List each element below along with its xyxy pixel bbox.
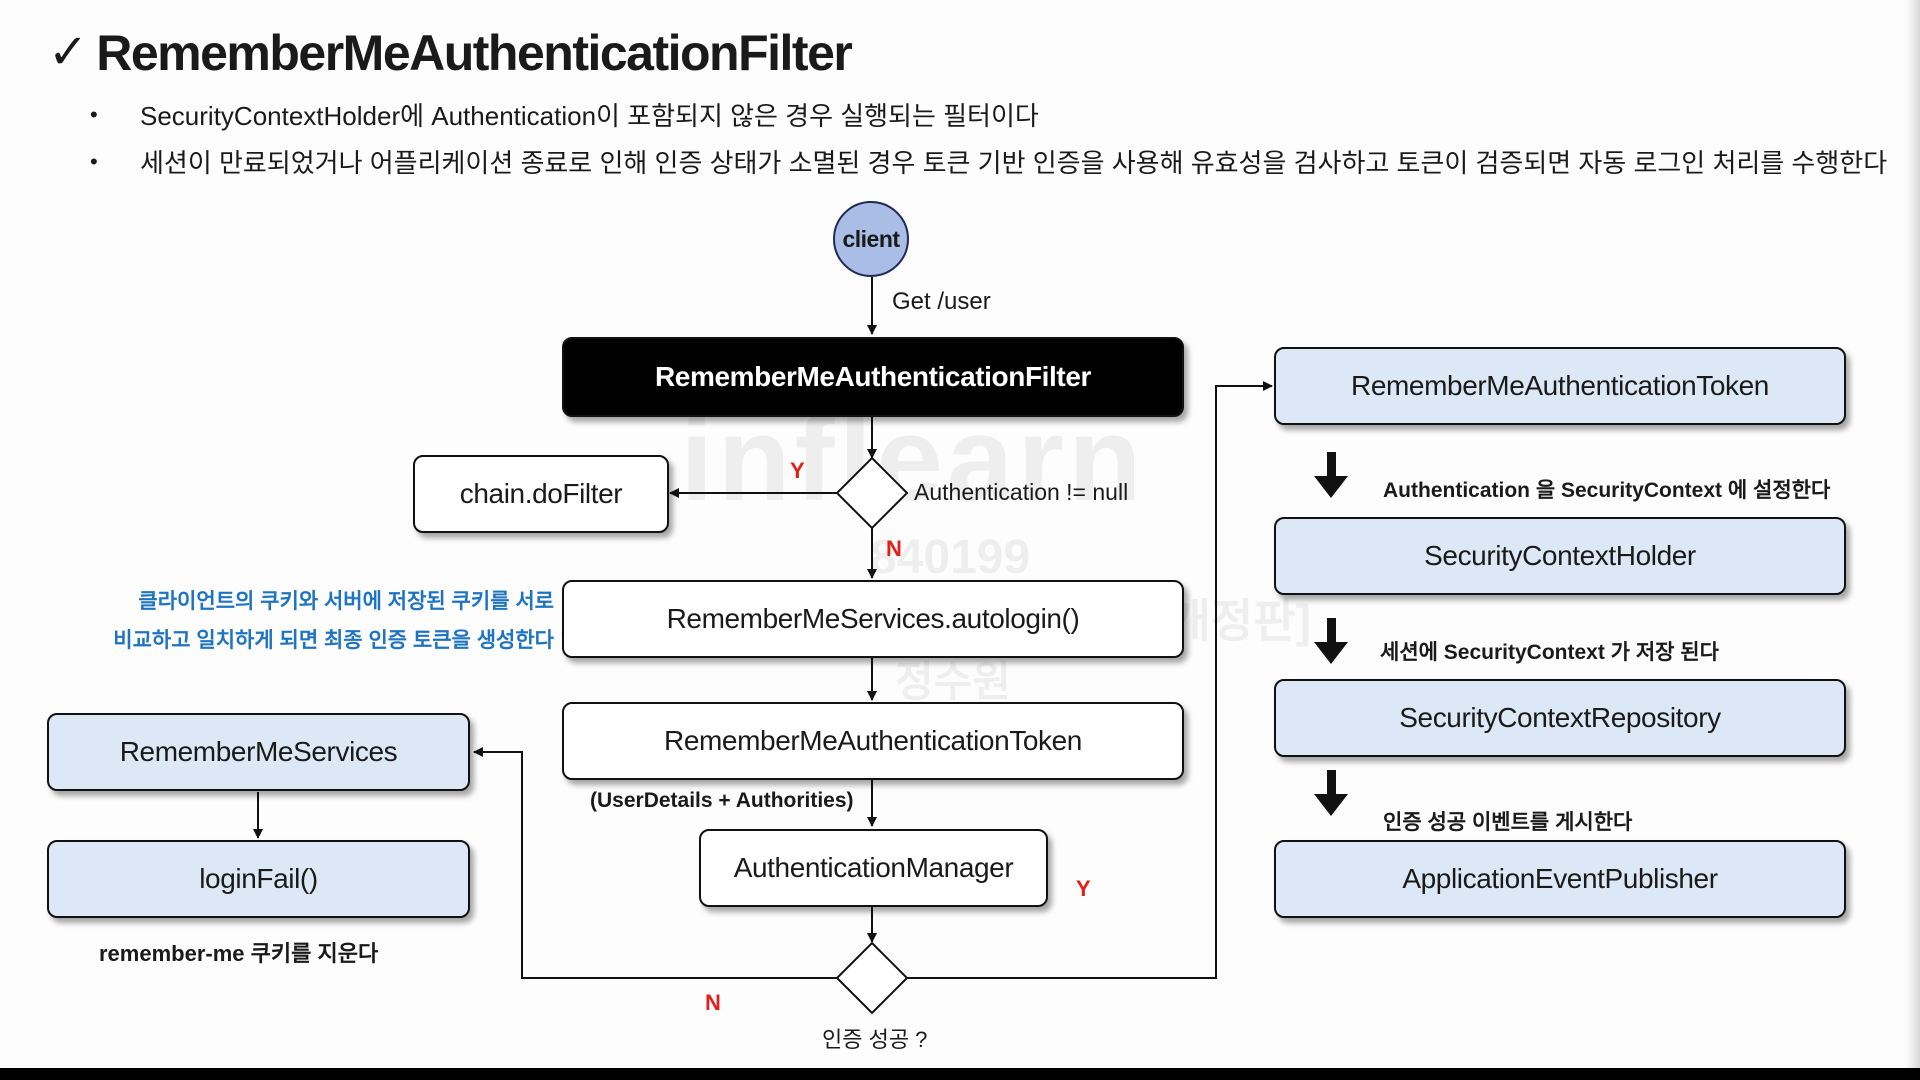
remember-me-token-box: RememberMeAuthenticationToken [562,702,1184,780]
decision2-label: 인증 성공 ? [822,1027,928,1052]
bullet-item: • 세션이 만료되었거나 어플리케이션 종료로 인해 인증 상태가 소멸된 경우… [90,143,1887,180]
request-label: Get /user [892,288,991,315]
arrow-fail-to-services [473,747,838,979]
cookie-note-line1: 클라이언트의 쿠키와 서버에 저장된 쿠키를 서로 [138,590,554,613]
no-label: N [886,536,902,561]
authentication-manager-box: AuthenticationManager [699,829,1048,907]
login-fail-box: loginFail() [47,840,470,918]
autologin-box: RememberMeServices.autologin() [562,580,1184,658]
token-note: (UserDetails + Authorities) [590,789,854,812]
security-context-holder-box: SecurityContextHolder [1274,517,1846,595]
bullet-item: • SecurityContextHolder에 Authentication이… [90,96,1039,133]
checkmark-icon: ✓ [48,26,89,79]
chain-dofilter-box: chain.doFilter [413,455,669,533]
remember-me-services-box: RememberMeServices [47,713,470,791]
decision1-label: Authentication != null [914,479,1129,505]
right-edge-shade [1906,0,1920,1068]
no-label: N [705,990,721,1015]
decision-diamond-authentication [835,456,909,530]
bullet-dot-icon: • [90,148,98,174]
security-context-repository-box: SecurityContextRepository [1274,679,1846,757]
decision-diamond-auth-success [835,941,909,1015]
success-token-box: RememberMeAuthenticationToken [1274,347,1846,425]
watermark-author: 정수원 [895,658,1011,705]
watermark-id: 840199 [870,531,1031,584]
application-event-publisher-box: ApplicationEventPublisher [1274,840,1846,918]
cookie-note-line2: 비교하고 일치하게 되면 최종 인증 토큰을 생성한다 [113,629,554,652]
client-node: client [833,201,909,277]
page-title: ✓ RememberMeAuthenticationFilter [48,18,853,88]
bottom-bar [0,1068,1920,1080]
step1-label: Authentication 을 SecurityContext 에 설정한다 [1383,479,1831,502]
bullet-text: SecurityContextHolder에 Authentication이 포… [140,101,1039,131]
cookie-compare-note: 클라이언트의 쿠키와 서버에 저장된 쿠키를 서로 비교하고 일치하게 되면 최… [70,582,554,660]
step3-label: 인증 성공 이벤트를 게시한다 [1383,811,1633,834]
yes-label: Y [1076,876,1091,901]
arrow-success-to-token [907,381,1273,979]
page-title-text: RememberMeAuthenticationFilter [96,25,853,81]
clear-cookie-note: remember-me 쿠키를 지운다 [99,941,379,966]
bullet-dot-icon: • [90,101,98,127]
yes-label: Y [790,458,805,483]
remember-me-filter-box: RememberMeAuthenticationFilter [562,337,1184,417]
step2-label: 세션에 SecurityContext 가 저장 된다 [1380,641,1719,664]
bullet-text: 세션이 만료되었거나 어플리케이션 종료로 인해 인증 상태가 소멸된 경우 토… [140,148,1888,178]
